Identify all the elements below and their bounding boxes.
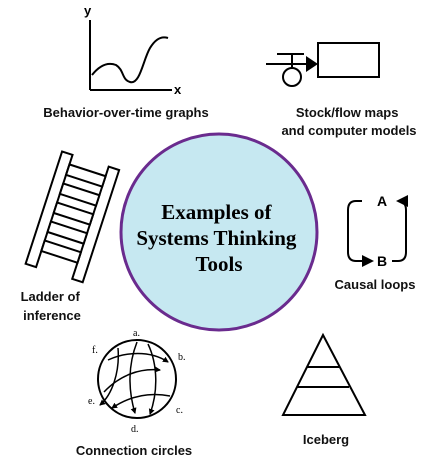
- loop-left-arc: [347, 200, 364, 262]
- center-circle: Examples of Systems Thinking Tools: [119, 132, 319, 332]
- causal-loop-icon: A B: [347, 193, 408, 269]
- ladder-rung: [52, 201, 95, 226]
- tool-label-stock-flow: Stock/flow maps and computer models: [281, 105, 416, 138]
- tool-label-iceberg: Iceberg: [303, 432, 349, 447]
- loop-right-arc: [392, 200, 407, 262]
- ladder-rung: [46, 220, 89, 245]
- tool-label-ladder-of-inference: Ladder of inference: [21, 289, 84, 323]
- center-title: Examples of Systems Thinking Tools: [136, 200, 301, 276]
- tool-label-causal-loops: Causal loops: [335, 277, 416, 292]
- circle-letter-b: b.: [178, 352, 186, 363]
- stock-box: [317, 42, 380, 78]
- y-axis-label: y: [84, 3, 92, 18]
- tool-label-behavior-over-time: Behavior-over-time graphs: [43, 105, 208, 120]
- circle-letter-d: d.: [131, 424, 139, 435]
- connection-arrow: [99, 347, 120, 406]
- connection-arrow: [147, 343, 157, 415]
- x-axis-label: x: [174, 82, 182, 97]
- connection-arrow: [129, 341, 138, 414]
- ladder-rung: [40, 239, 83, 264]
- loop-node-a: A: [377, 193, 387, 209]
- circle-letter-a: a.: [133, 328, 140, 339]
- ladder-icon: [24, 150, 121, 284]
- connection-arrow: [107, 352, 169, 363]
- ladder-rung: [58, 182, 101, 207]
- trend-line: [91, 36, 169, 84]
- iceberg-triangle: [281, 332, 367, 416]
- converter-circle: [282, 67, 302, 87]
- line-graph-icon: y x: [84, 3, 182, 97]
- stock-flow-icon: [266, 42, 380, 87]
- tool-label-connection-circles: Connection circles: [76, 443, 192, 458]
- loop-node-b: B: [377, 253, 387, 269]
- ladder-rung: [64, 163, 107, 188]
- circle-letter-e: e.: [88, 396, 95, 407]
- flow-arrow: [306, 56, 318, 72]
- loop-arrow-to-a: [396, 195, 408, 207]
- center-circle-shape: [119, 132, 319, 332]
- connection-circle-icon: a. b. c. d. e. f.: [88, 328, 186, 435]
- circle-letter-c: c.: [176, 405, 183, 416]
- loop-arrow-to-b: [362, 255, 374, 267]
- connection-arrow: [111, 393, 171, 409]
- circle-letter-f: f.: [92, 345, 98, 356]
- connection-circle-ring: [97, 339, 177, 419]
- iceberg-icon: [281, 332, 367, 416]
